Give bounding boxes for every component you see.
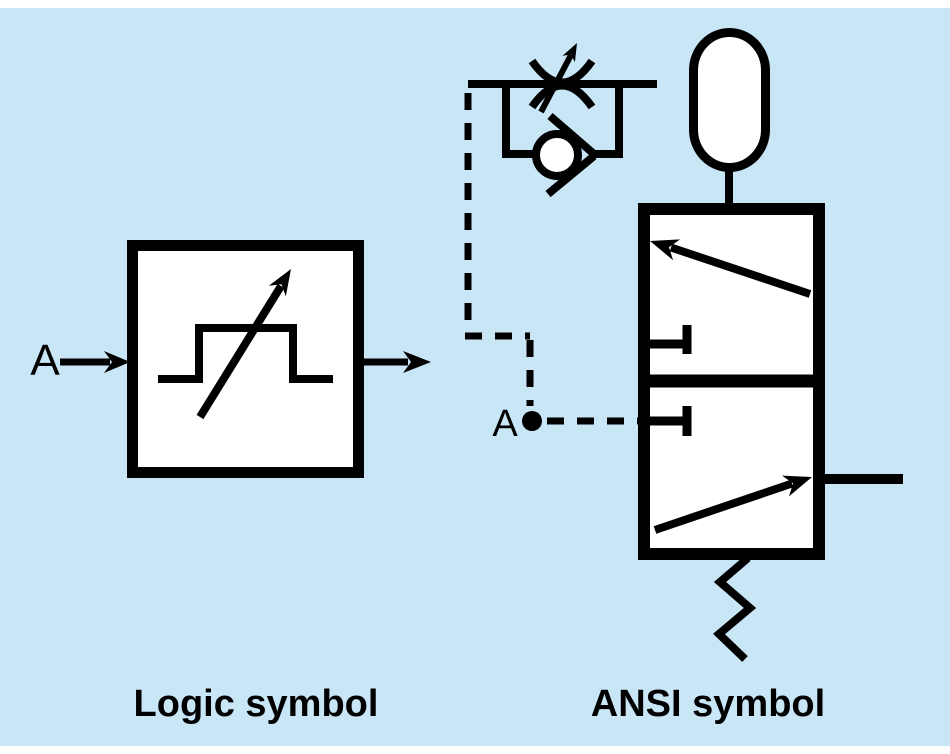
logic-symbol: A Logic symbol [30,240,431,725]
logic-input-label: A [30,336,60,385]
accumulator [689,28,770,206]
logic-box [127,240,364,478]
pilot-port-label: A [492,403,518,445]
pilot-line: A [464,93,638,445]
top-position-flow-arrow-icon [650,239,812,298]
variable-delay-arrow-icon [196,269,291,420]
logic-symbol-caption: Logic symbol [134,683,379,725]
input-arrow-icon [60,351,130,373]
pilot-junction-dot [522,411,542,431]
adjustment-arrow-icon [538,43,577,114]
valve-body [638,203,825,560]
check-valve [502,88,623,198]
check-ball-icon [532,130,582,180]
accumulator-shell-icon [689,28,770,172]
flow-control-valve [468,43,657,198]
bottom-blocked-port-icon [650,406,692,436]
spring-return-icon [713,554,757,662]
ansi-symbol: A [464,28,903,725]
output-arrow-icon [358,351,431,373]
top-blocked-port-icon [650,325,692,354]
restriction-lower-arc-icon [528,81,596,110]
bottom-position-flow-arrow-icon [653,475,812,534]
ansi-symbol-caption: ANSI symbol [591,683,825,725]
pulse-waveform-icon [158,324,333,383]
